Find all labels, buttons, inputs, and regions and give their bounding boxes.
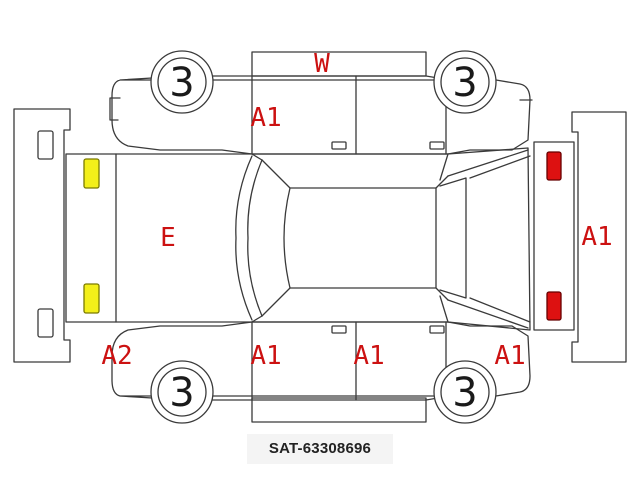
rear-window	[439, 177, 467, 299]
roof-front	[283, 187, 291, 289]
code-front-bumper-left: A2	[101, 341, 132, 371]
roof-strip	[251, 51, 427, 77]
id-label-background	[247, 434, 393, 464]
wheel-rear-top-score: 3	[452, 60, 477, 106]
windshield	[235, 155, 253, 321]
front-lights	[83, 158, 100, 314]
wheel-rear-top: 3	[433, 50, 497, 114]
wheel-front-bottom-score: 3	[169, 370, 194, 416]
code-top-front-door: A1	[250, 103, 281, 133]
rocker-strip	[251, 397, 427, 423]
code-roof: W	[314, 49, 330, 79]
rear-lights	[533, 141, 575, 331]
code-hood: E	[160, 223, 176, 253]
rear-left-light	[546, 151, 562, 181]
wheel-front-bottom: 3	[150, 360, 214, 424]
front-left-light	[83, 158, 100, 189]
front-bumper	[13, 108, 71, 363]
top-view-body	[65, 147, 531, 331]
code-bottom-rear-door: A1	[353, 341, 384, 371]
wheel-front-top: 3	[150, 50, 214, 114]
rear-bumper	[571, 111, 627, 363]
rear-right-light	[546, 291, 562, 321]
damage-codes: W A1 E A1 A2 A1 A1 A1	[101, 49, 612, 371]
wheel-rear-bottom: 3	[433, 360, 497, 424]
top-side-view	[109, 51, 533, 155]
wheel-front-top-score: 3	[169, 60, 194, 106]
vehicle-id-label: SAT-63308696	[268, 440, 372, 457]
front-right-light	[83, 283, 100, 314]
code-bottom-front-door: A1	[250, 341, 281, 371]
code-bottom-rear-quarter: A1	[494, 341, 525, 371]
wheel-rear-bottom-score: 3	[452, 370, 477, 416]
code-rear-bumper: A1	[581, 222, 612, 252]
